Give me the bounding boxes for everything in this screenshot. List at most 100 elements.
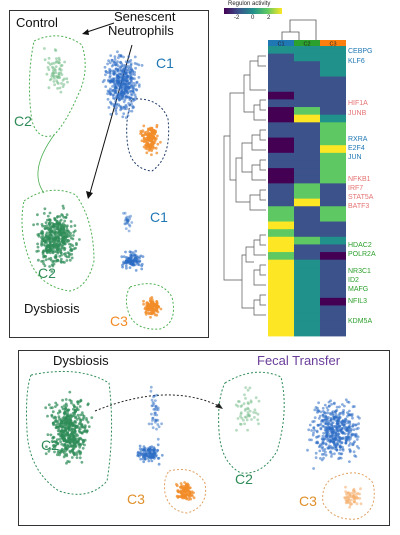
control-c2-dot [47,68,51,71]
fecal-c1-dot [332,401,336,405]
fecal-c3-dot [353,500,357,504]
control-label: Control [16,15,58,30]
dysbiosis-c2-dot [53,241,56,244]
dysbiosis-c2-dot [53,232,56,236]
transfer-dysbiosis-c2-dot [65,448,69,451]
fecal-c1-dot [338,405,341,409]
dysbiosis-c1-dot [128,224,132,228]
dysbiosis-c2-dot [50,229,54,233]
fecal-c1-dot [314,451,318,455]
fecal-c1-dot [324,415,328,419]
dysbiosis-c2-dot [42,249,46,253]
heatmap-cell [294,206,320,215]
dysbiosis-c2-dot [58,215,62,218]
senescent-label-line2: Neutrophils [108,23,174,38]
transfer-panel: Dysbiosis Fecal Transfer C2 C3 C2 C3 [18,350,390,526]
heatmap-cell [268,267,294,276]
heatmap-cell [268,191,294,200]
transfer-dysbiosis-c1-dot [138,447,142,451]
heatmap-cell [294,244,320,253]
heatmap-cell [294,175,320,184]
fecal-c1-dot [325,435,329,438]
column-label-c1: C1 [277,42,284,48]
control-c1-dot [112,104,116,108]
control-c1-dot [121,87,125,90]
fecal-c3-dot [359,502,363,506]
fecal-c1-dot [352,428,356,431]
control-c1-dot [104,69,108,73]
transfer-dysbiosis-c3-dot [179,482,183,485]
fecal-c1-dot [336,422,339,425]
transfer-dysbiosis-c1-dot [150,404,154,408]
transfer-dysbiosis-c2-dot [60,425,64,429]
transfer-dysbiosis-c2-dot [75,451,78,455]
control-c1-dot [126,114,130,117]
heatmap-cell [320,290,346,299]
control-c1-dot [106,89,110,93]
fecal-c1-dot [348,460,351,463]
dysbiosis-label: Dysbiosis [24,301,80,316]
control-c3-dot [151,145,155,149]
transfer-dysbiosis-c2-dot [67,427,71,431]
control-c1-dot [135,62,139,66]
dysbiosis-c2-dot [60,257,63,261]
control-c2-dot [58,86,62,90]
heatmap-cell [294,229,320,238]
transfer-dysbiosis-c1-dot [149,389,153,393]
transfer-dysbiosis-c1-dot [150,459,154,463]
fecal-c1-dot [319,422,323,426]
heatmap-cell [320,252,346,261]
transfer-dysbiosis-c1-dot [149,456,153,460]
dysbiosis-c2-dot [41,252,45,256]
dysbiosis-c3-outline-bottom [164,469,207,514]
control-c1-dot [127,109,131,113]
control-c1-label: C1 [156,55,174,71]
heatmap-cell [294,313,320,322]
fecal-c3-dot [344,490,348,493]
fecal-c1-dot [307,428,311,432]
dysbiosis-c2-dot [58,254,62,258]
dysbiosis-c2-dot [50,270,54,273]
dysbiosis-c3-dot [149,302,153,306]
dysbiosis-c2-dot [40,229,44,233]
heatmap-cell [268,68,294,77]
transfer-dysbiosis-c1-dot [154,454,158,458]
heatmap-cell [268,129,294,138]
fecal-c1-dot [335,448,338,451]
transfer-dysbiosis-c2-dot [73,427,76,431]
control-c1-dot [112,60,116,64]
transfer-dysbiosis-c2-dot [62,415,66,418]
dysbiosis-c2-dot [71,237,75,241]
transfer-dysbiosis-c2-dot [47,403,51,407]
heatmap-cell [268,183,294,192]
control-c1-dot [106,62,109,66]
control-c3-dot [150,128,153,132]
fecal-c1-dot [339,428,343,432]
control-c1-dot [122,106,126,109]
dysbiosis-c2-dot [60,213,64,216]
control-c3-dot [150,153,153,157]
fecal-c1-dot [332,429,335,433]
heatmap-cell [320,274,346,283]
fecal-c1-dot [319,410,323,414]
dysbiosis-c2-dot [42,262,45,265]
fecal-c1-dot [347,432,351,435]
heatmap-cell [294,282,320,291]
fecal-c1-dot [330,435,334,438]
fecal-c1-dot [338,440,342,444]
dysbiosis-c2-dot [61,204,65,208]
transfer-dysbiosis-c1-dot [154,411,157,415]
control-c2-dot [47,61,50,65]
fecal-c1-dot [342,423,346,427]
transfer-dysbiosis-c2-dot [78,400,81,403]
transfer-dysbiosis-c1-dot [151,426,155,430]
transfer-dysbiosis-c1-dot [149,385,153,389]
heatmap-cell [268,244,294,253]
control-c1-dot [119,92,123,96]
control-c1-dot [110,58,114,62]
dysbiosis-c2-dot [60,233,64,237]
transfer-dysbiosis-c2-dot [74,437,78,440]
fecal-c3-dot [359,487,362,491]
transfer-dysbiosis-c2-dot [70,401,73,405]
